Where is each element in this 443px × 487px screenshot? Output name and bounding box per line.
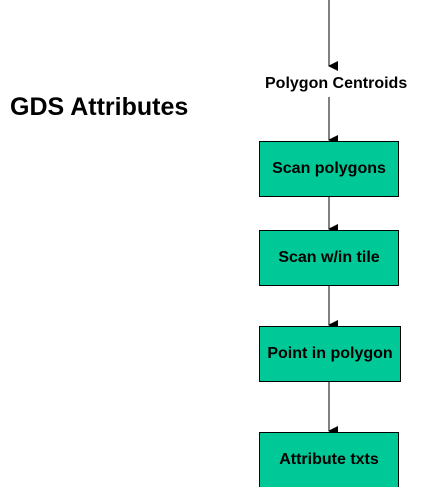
polygon-centroids-label: Polygon Centroids: [265, 75, 408, 92]
diagram-title: GDS Attributes: [10, 93, 189, 121]
step-label: Scan polygons: [272, 160, 386, 177]
step-label: Scan w/in tile: [278, 249, 380, 266]
step-box-attribute-txts: Attribute txts: [259, 432, 399, 487]
step-box-point-in-polygon: Point in polygon: [259, 326, 401, 382]
step-label: Point in polygon: [267, 345, 393, 362]
step-box-scan-polygons: Scan polygons: [259, 141, 399, 197]
step-box-scan-within-tile: Scan w/in tile: [259, 230, 399, 286]
step-label: Attribute txts: [279, 451, 379, 468]
